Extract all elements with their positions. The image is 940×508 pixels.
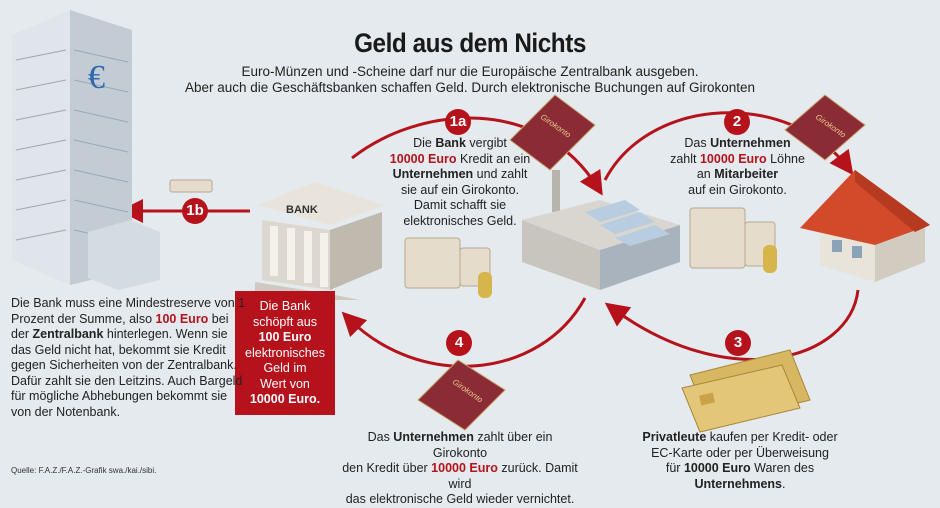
- house-icon: [800, 170, 930, 282]
- step-4-text: Das Unternehmen zahlt über ein Girokonto…: [342, 430, 578, 506]
- bank-label: BANK: [286, 204, 318, 216]
- step-1a-text: Die Bank vergibt 10000 Euro Kredit an ei…: [389, 136, 531, 228]
- step-2-text: Das Unternehmen zahlt 10000 Euro Löhne a…: [670, 136, 805, 197]
- subtitle-line-1: Euro-Münzen und -Scheine darf nur die Eu…: [241, 64, 699, 79]
- step-3-text: Privatleute kaufen per Kredit- oder EC-K…: [642, 430, 838, 491]
- money-stack-icon: [169, 179, 213, 193]
- central-bank-building-icon: €: [12, 10, 160, 290]
- subtitle-line-2: Aber auch die Geschäftsbanken schaffen G…: [184, 80, 756, 95]
- money-stacks-icon: [404, 207, 777, 298]
- factory-icon: [522, 170, 680, 290]
- arrow-4: [341, 297, 587, 368]
- illustration-layer: € BANK Girokonto: [12, 10, 930, 433]
- bank-building-icon: BANK: [255, 182, 385, 300]
- source-note: Quelle: F.A.Z./F.A.Z.-Grafik swa./kai./s…: [11, 466, 157, 475]
- step-badge-4: 4: [446, 330, 472, 356]
- girokonto-passbook-icon-2: Girokonto: [784, 94, 866, 161]
- girokonto-passbook-icon-4: Girokonto: [417, 359, 506, 431]
- money-creation-callout: Die Bank schöpft aus 100 Euro elektronis…: [235, 291, 335, 415]
- step-badge-1b: 1b: [182, 198, 208, 224]
- reserve-explanation-text: Die Bank muss eine Mindestreserve von 1 …: [11, 296, 246, 419]
- step-badge-2: 2: [724, 109, 750, 135]
- step-badge-1a: 1a: [445, 109, 471, 135]
- page-title: Geld aus dem Nichts: [354, 28, 586, 58]
- credit-card-icon: [681, 349, 811, 433]
- svg-text:€: €: [88, 59, 105, 96]
- step-badge-3: 3: [725, 330, 751, 356]
- arrow-1a: [351, 116, 603, 196]
- girokonto-passbook-icon-1a: Girokonto: [509, 94, 596, 171]
